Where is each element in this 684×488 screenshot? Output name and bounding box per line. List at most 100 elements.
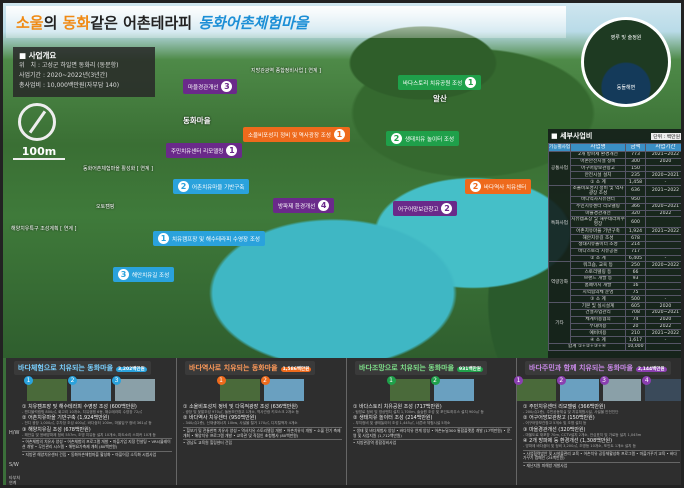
hw-list: ① 주민치유센터 리모델링 (366백만원)- 200㎡(2층), 주민공동체실… — [523, 404, 680, 449]
panel-budget: 931백만원 — [457, 367, 483, 372]
item-name-cell: 어촌치유마을 기반구축 — [570, 227, 626, 236]
amount-cell: 66 — [625, 268, 646, 276]
compass-icon — [18, 103, 56, 141]
period-cell — [645, 288, 681, 297]
col-header: 사업명 — [570, 143, 626, 152]
col-header: 사업기간 — [645, 143, 681, 152]
period-cell: - — [645, 178, 681, 186]
group-cell: 공통사업 — [548, 151, 571, 186]
hw-item-detail: - 마을도로 재포장 70m, CCTV설치 2개소, 안심표지 및 가로등 설… — [523, 432, 642, 437]
detail-heading: ■ 세부사업비 — [551, 132, 593, 140]
period-cell: 2020~2021 — [645, 202, 681, 211]
project-photo: 2 — [556, 376, 599, 401]
project-photo: 1 — [24, 376, 67, 401]
amount-cell: 366 — [625, 202, 646, 211]
photo-number-badge: 2 — [260, 376, 270, 385]
group-cell: 특화사업 — [548, 184, 571, 263]
amount-cell: 75 — [625, 288, 646, 297]
row-label-hw: H/W — [9, 430, 20, 436]
item-name-cell: 주민치유센터 리모델링 — [570, 202, 626, 211]
hw-item: ③ 해양치유길 조성 (678백만원) — [22, 426, 91, 433]
amount-cell: 1,924 — [625, 227, 646, 236]
title-word: 의 — [43, 14, 63, 32]
amount-cell: 500 — [625, 295, 646, 304]
period-cell: - — [645, 295, 681, 304]
hw-item-detail: - 광장 및 꽃밭조성 970㎡, 돌동보관창고 1개소, 역사관광 키오스크 … — [183, 410, 299, 414]
hw-item: ③ 마을경관개선 (320백만원) — [523, 426, 586, 433]
note-link: 동화어촌체험마을 활성화 [ 연계 ] — [83, 166, 154, 172]
period-cell: 2022 — [645, 209, 681, 218]
sw-list: • 사업협력방안 및 시설물관리 교육 • 어촌치유 공동체활성화 프로그램 •… — [523, 449, 680, 462]
photo-number-badge: 2 — [556, 376, 566, 385]
hw-item-detail: - 방파제 바다쉼터 및 정비 3,200㎡, 조명등 10개소, 포인트 1개… — [523, 444, 636, 449]
inset-map: 영루 및 술정원 동돌해변 — [581, 17, 671, 107]
amount-cell: 210 — [625, 329, 646, 338]
amount-cell: 74 — [625, 315, 646, 324]
period-cell: 2021~2022 — [645, 151, 681, 159]
hw-item-detail: - 어구어망보관창고 5개소 및 조명 설치 등 — [523, 421, 587, 426]
linked-projects: • 재난지원 피해방 개발사업 — [523, 462, 680, 469]
sw-list: • 생태 및 바다체험사 양성 • 바다치유 연계 양성 • 어촌뉴딜300 통… — [353, 426, 512, 438]
photo-number-badge: 3 — [599, 376, 609, 385]
project-photo: 2 — [260, 376, 304, 401]
item-name-cell: 기본 및 실시설계 — [570, 302, 626, 310]
project-photo: 3 — [599, 376, 642, 401]
note-link: 해양치유특구 조성계획 [ 연계 ] — [11, 226, 77, 232]
detail-unit: 단위 : 백만원 — [651, 132, 681, 140]
panel-budget: 2,144백만원 — [635, 367, 667, 372]
item-name-cell: 예비비용 — [570, 329, 626, 338]
item-name-cell: 브랜드 개발 등 — [570, 274, 626, 283]
inset-label-top: 영루 및 술정원 — [610, 35, 642, 41]
amount-cell: 150 — [625, 164, 646, 173]
amount-cell: 6,405 — [625, 254, 646, 263]
note-label: 오토캠핑 — [96, 204, 115, 210]
amount-cell: 300 — [625, 157, 646, 166]
amount-cell: 320 — [625, 209, 646, 218]
item-name-cell: 스토리텔링 등 — [570, 268, 626, 276]
group-cell: 역량강화 — [548, 261, 571, 304]
period-cell: 2020 — [645, 315, 681, 324]
period-cell: 2021~2022 — [645, 227, 681, 236]
period-cell: - — [645, 254, 681, 263]
project-overview-box: ■ 사업개요 위 치 : 고성군 하일면 동화리 (동문항) 사업기간 : 20… — [13, 47, 155, 97]
scale-bar: 100m — [13, 145, 65, 160]
period-cell: 2020~2021 — [645, 171, 681, 180]
hw-list: ① 소울비포성지 정비 및 다목적광장 조성 (636백만원)- 광장 및 꽃밭… — [183, 404, 342, 426]
project-photo: 3 — [112, 376, 155, 401]
item-name-cell: 바다역사치유센터 — [570, 195, 626, 204]
item-name-cell: ② 소 계 — [570, 254, 626, 263]
period-cell: - — [645, 336, 681, 344]
amount-cell: 1,617 — [625, 336, 646, 344]
photo-number-badge: 4 — [642, 376, 652, 385]
overview-location: 위 치 : 고성군 하일면 동화리 (동문항) — [19, 62, 119, 69]
place-village: 동화마을 — [183, 116, 211, 125]
item-name-cell: 건설사업관리 — [570, 308, 626, 317]
period-cell — [645, 274, 681, 283]
photo-number-badge: 1 — [24, 376, 33, 385]
amount-cell: 605 — [625, 302, 646, 310]
item-name-cell: ④ 소 계 — [570, 336, 626, 344]
title-word: 소울 — [16, 14, 44, 32]
hw-item-detail: - 해안길 및 윤배방파제 정비 557m, 조명 치유등 설치 10개소, 파… — [22, 432, 156, 437]
hw-item: ② 생태치유 놀이터 조성 (214백만원) — [353, 415, 433, 422]
item-name-cell: 지역협의체 운영 — [570, 288, 626, 297]
period-cell — [645, 234, 681, 242]
overview-budget: 총사업비 : 10,000백만원(자부담 140) — [19, 82, 120, 89]
item-name-cell: 바다스토리 치유공원 — [570, 247, 626, 256]
period-cell: 2022 — [645, 322, 681, 331]
period-cell: 2020~2021 — [645, 308, 681, 317]
project-photo: 2 — [68, 376, 111, 401]
